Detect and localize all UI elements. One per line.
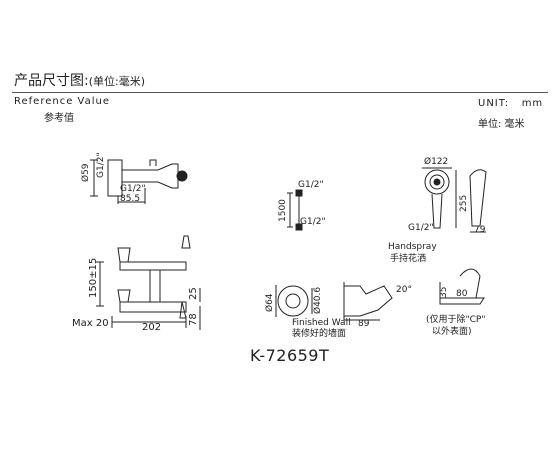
handle-stub	[149, 159, 157, 166]
plate-outer-ring	[277, 285, 309, 317]
handspray-label-cn: 手持花洒	[390, 252, 426, 264]
handspray-view	[422, 167, 487, 233]
holder-hook	[459, 268, 481, 299]
title-unit-note: (单位:毫米)	[88, 75, 146, 88]
bottom-left-handle	[117, 289, 131, 303]
wall-plate-view	[275, 282, 393, 321]
holder-width-label: 80	[456, 289, 468, 299]
handspray-label-en: Handspray	[388, 242, 437, 252]
plate-inner-dia-label: Ø40.6	[312, 287, 323, 314]
riser-pipe	[149, 269, 161, 303]
bottom-right-lever	[179, 301, 187, 319]
holder-note-line2: 以外表面)	[432, 325, 472, 337]
valve-body-side	[121, 163, 179, 189]
holder-view	[439, 268, 485, 305]
front-max-label: Max 20	[72, 318, 109, 329]
holder-base	[439, 297, 485, 305]
spray-face-outer	[424, 169, 450, 195]
reference-label-en: Reference Value	[14, 96, 110, 107]
plate-outer-dia-label: Ø64	[264, 293, 275, 312]
plate-inner-ring	[285, 293, 301, 309]
finished-wall-label-en: Finished Wall	[292, 318, 351, 328]
spray-side-profile	[469, 169, 487, 227]
outlet-angle-label: 20°	[396, 285, 412, 295]
unit-value: mm	[521, 98, 544, 109]
side-length-label: 85.5	[120, 194, 140, 204]
outlet-elbow	[343, 285, 393, 317]
side-thread-label: G1/2"	[96, 152, 106, 178]
hose-top-thread-label: G1/2"	[298, 180, 324, 190]
finished-wall-label-cn: 装修好的墙面	[292, 327, 346, 339]
model-number: K-72659T	[250, 346, 330, 365]
top-right-lever	[181, 235, 191, 249]
unit-key: UNIT:	[478, 98, 510, 109]
side-thread-bottom-label: G1/2"	[120, 184, 146, 194]
top-crossbar	[119, 261, 187, 271]
hose-length-label: 1500	[278, 199, 288, 222]
handspray-dia-label: Ø122	[424, 156, 448, 167]
unit-label-cn: 单位: 毫米	[478, 119, 525, 130]
handspray-depth-label: 79	[474, 225, 486, 235]
spray-face-center	[433, 178, 441, 186]
bottom-valve-body	[119, 301, 187, 313]
hose-bottom-nut	[295, 223, 303, 231]
top-left-handle	[117, 247, 131, 263]
reference-label-cn: 参考值	[44, 113, 74, 124]
front-right-height-label: 25	[188, 287, 199, 300]
front-bottom-height-label: 78	[188, 313, 199, 326]
handle-knob	[176, 170, 188, 182]
side-dia-label: Ø59	[80, 163, 91, 182]
handspray-thread-label: G1/2"	[408, 223, 434, 233]
spray-handle	[431, 193, 443, 229]
handspray-height-label: 255	[459, 195, 469, 212]
outlet-depth-label: 89	[358, 319, 370, 329]
hose-top-nut	[295, 189, 303, 197]
hose-view	[287, 189, 303, 231]
holder-note-line1: (仅用于除"CP"	[426, 313, 486, 325]
spray-face-inner	[429, 174, 445, 190]
front-width-label: 202	[142, 322, 161, 333]
hose-bottom-thread-label: G1/2"	[300, 217, 326, 227]
side-view	[90, 159, 188, 204]
holder-height-label: 35	[439, 287, 449, 298]
front-spacing-label: 150±15	[88, 258, 99, 298]
title-main: 产品尺寸图:	[14, 73, 89, 89]
header-rule	[12, 92, 548, 93]
page-title: 产品尺寸图:(单位:毫米)	[14, 70, 145, 90]
unit-label-en: UNIT: mm	[478, 98, 543, 109]
front-view	[96, 235, 201, 330]
